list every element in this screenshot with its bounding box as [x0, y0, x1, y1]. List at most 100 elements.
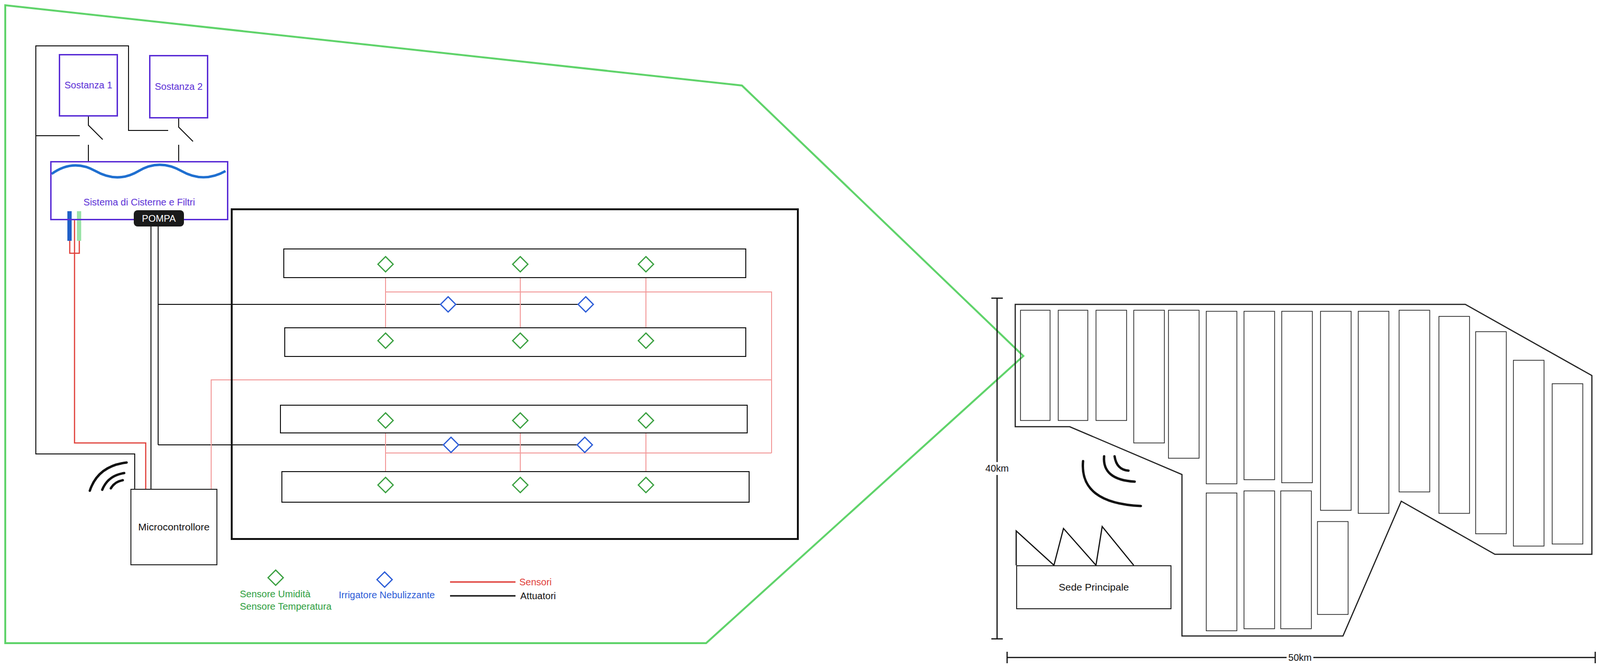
- sensor-diamonds: [377, 256, 654, 493]
- sensor-wire: [385, 272, 387, 333]
- sensor-diamond: [638, 412, 654, 429]
- map-outline: [1015, 304, 1592, 636]
- sensor-diamond: [377, 256, 394, 272]
- sensor-diamond: [512, 477, 528, 493]
- map-plot: [1317, 521, 1349, 615]
- map-plot: [1168, 310, 1200, 459]
- sensor-wire: [645, 272, 647, 333]
- sensor-wire: [211, 272, 772, 489]
- map-plot: [1281, 311, 1313, 484]
- sensor-diamond: [638, 477, 654, 493]
- sensor-diamond: [638, 256, 654, 272]
- sensor-wire: [385, 452, 772, 454]
- map-plot: [1552, 383, 1583, 544]
- legend-swatches: [268, 569, 284, 586]
- wifi-symbol: [110, 480, 123, 489]
- legend-text: Sensori: [519, 575, 552, 589]
- wifi-symbol: [102, 472, 125, 490]
- node-text: POMPA: [141, 213, 176, 225]
- sensor-diamond: [377, 477, 394, 493]
- field: [281, 471, 750, 503]
- sensor-diamond: [377, 412, 394, 429]
- pump-box: POMPA: [133, 210, 184, 227]
- field: [283, 248, 746, 278]
- irrigator-diamond: [577, 437, 593, 453]
- factory-roof: [1016, 526, 1134, 566]
- connector-line: [74, 220, 146, 489]
- actuator-wire: [35, 45, 169, 489]
- dimension-lines: [991, 297, 1003, 300]
- map-plot: [1206, 311, 1237, 484]
- cistern-sensor-bars: [67, 211, 72, 241]
- field: [284, 327, 746, 357]
- map-plot: [1206, 493, 1237, 631]
- field: [231, 209, 798, 539]
- wifi-symbol: [89, 456, 1141, 506]
- map-plot: [1513, 360, 1545, 547]
- field: [280, 405, 748, 433]
- connector-line: [150, 226, 152, 489]
- irrigator-diamond: [440, 296, 456, 312]
- connector-line: [88, 116, 103, 162]
- connector-line: [178, 118, 194, 162]
- node-text: Microcontrollore: [138, 521, 210, 533]
- water-wave: [51, 164, 226, 178]
- legend-text: Irrigatore Nebulizzante: [338, 588, 435, 602]
- map-plots: [1020, 310, 1583, 631]
- zoom-outline: [5, 5, 1024, 644]
- map-plot: [1244, 490, 1275, 629]
- legend-text: Attuatori: [520, 589, 556, 602]
- legend-swatches: [450, 595, 516, 597]
- dimension-lines: [1006, 651, 1009, 664]
- actuator-wire: [35, 135, 80, 137]
- sensor-diamond: [377, 332, 394, 349]
- node-text: Sistema di Cisterne e Filtri: [83, 196, 195, 208]
- map-plot: [1358, 311, 1389, 514]
- sensor-diamond: [638, 332, 654, 349]
- map-plot: [1280, 490, 1312, 629]
- map-plot: [1058, 310, 1088, 421]
- irrigator-diamond: [443, 437, 459, 453]
- dimension-lines: [991, 638, 1003, 640]
- wifi-symbol: [1083, 461, 1141, 506]
- map-plot: [1095, 310, 1127, 421]
- sensor-diamond: [512, 412, 528, 429]
- controller-box: Microcontrollore: [130, 488, 218, 566]
- map-plot: [1399, 310, 1430, 492]
- cistern-sensor-bars: [76, 211, 82, 241]
- legend-swatches: [376, 571, 393, 588]
- map-plot: [1020, 310, 1051, 421]
- wifi-symbol: [1104, 456, 1135, 482]
- dimension-lines: [1594, 651, 1597, 664]
- map-outline: [1015, 304, 1592, 636]
- map-plot: [1475, 331, 1507, 534]
- node-text: Sede Principale: [1058, 581, 1129, 593]
- substance-box: Sostanza 2: [149, 54, 209, 119]
- wifi-symbol: [1114, 456, 1129, 471]
- field: [231, 209, 798, 539]
- irrigation-wire: [157, 226, 159, 445]
- legend-swatches: [450, 581, 516, 583]
- irrigation-wire: [158, 303, 586, 305]
- sensor-diamond: [512, 256, 528, 272]
- factory-roof: [1016, 526, 1134, 566]
- dimension-label: 40km: [983, 461, 1011, 475]
- node-text: Sostanza 2: [154, 81, 203, 93]
- wifi-symbol: [89, 462, 127, 491]
- zoom-outline: [5, 5, 1024, 644]
- dimension-label: 50km: [1286, 651, 1314, 665]
- water-wave: [51, 164, 226, 178]
- sensor-diamond: [512, 332, 528, 349]
- map-plot: [1133, 310, 1165, 443]
- irrigation-wire: [158, 444, 585, 446]
- map-plot: [1320, 311, 1352, 511]
- headquarters-box: Sede Principale: [1016, 565, 1172, 610]
- legend-text: Sensore Umidità Sensore Temperatura: [239, 587, 341, 613]
- actuator-wire: [35, 45, 169, 489]
- node-text: Sostanza 1: [64, 79, 113, 91]
- map-plot: [1244, 311, 1275, 480]
- dimension-lines: [991, 298, 1596, 664]
